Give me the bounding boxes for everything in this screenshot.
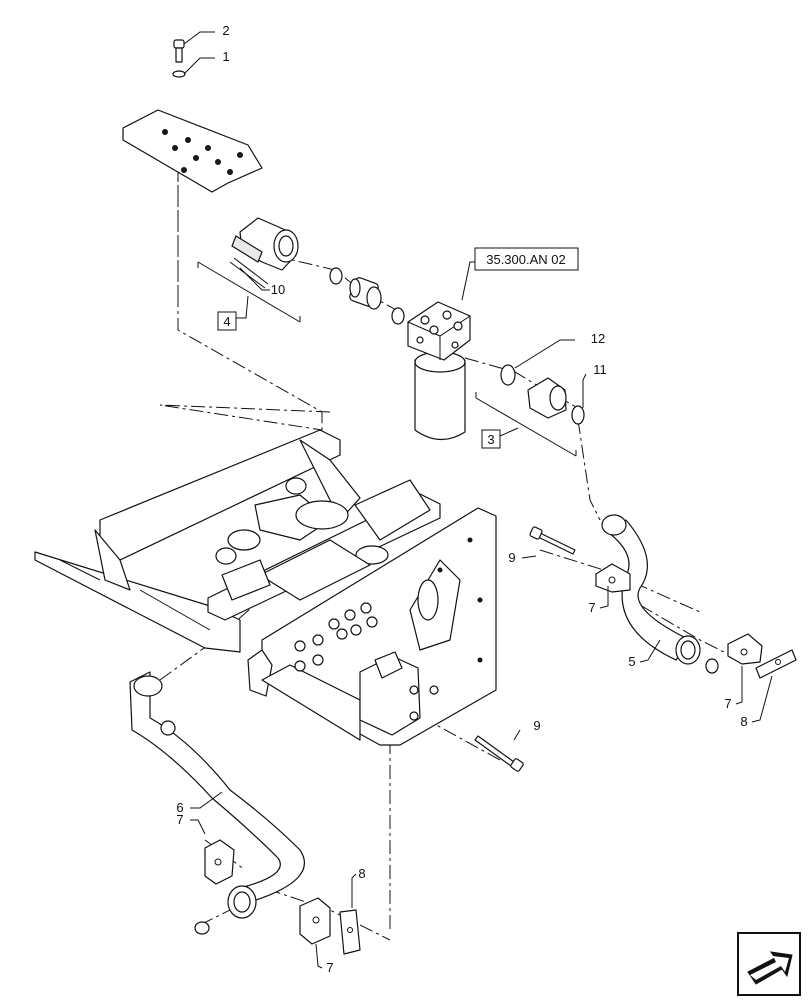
o-ring-small	[329, 267, 343, 285]
bolt-part	[173, 39, 185, 63]
reference-label: 35.300.AN 02	[486, 252, 566, 267]
filter-assembly	[407, 301, 471, 441]
adapter-fitting-right	[527, 377, 567, 419]
snap-ring-11	[571, 405, 585, 425]
clamp-left-lower	[299, 897, 331, 945]
mounting-plate	[122, 109, 263, 193]
elbow-fitting	[231, 217, 299, 271]
hydraulic-tube-5	[601, 514, 701, 665]
o-ring-5	[705, 658, 719, 674]
o-ring-small-2	[391, 307, 405, 325]
reference-callout[interactable]: 35.300.AN 02	[474, 247, 579, 271]
clamp-right-lower	[727, 633, 763, 665]
hydraulic-tube-6	[129, 671, 305, 919]
kit-callout-4: 4	[217, 311, 237, 331]
item-callouts: 2 1 10 12 11 9 7 5 7 8 9 6 7 8 7	[176, 23, 747, 975]
plate-right	[755, 649, 797, 679]
bolt-9-lower	[474, 735, 524, 772]
callout-2: 2	[222, 23, 229, 38]
leader-lines	[183, 31, 773, 969]
callout-8-right: 8	[740, 714, 747, 729]
callout-5: 5	[628, 654, 635, 669]
o-ring-6	[194, 921, 210, 935]
callout-12: 12	[591, 331, 605, 346]
callout-7-right-upper: 7	[588, 600, 595, 615]
callout-11: 11	[593, 362, 607, 377]
washer-part	[172, 70, 186, 78]
kit-callout-3: 3	[481, 429, 501, 449]
callout-7-left-lower: 7	[326, 960, 333, 975]
callout-1: 1	[222, 49, 229, 64]
o-ring-12	[500, 364, 516, 386]
callout-4: 4	[223, 314, 230, 329]
callout-10: 10	[271, 282, 285, 297]
valve-plate	[247, 507, 497, 746]
callout-9-lower: 9	[533, 718, 540, 733]
callout-6: 6	[176, 800, 183, 815]
bolt-9-upper	[529, 526, 576, 555]
callout-3: 3	[487, 432, 494, 447]
next-page-arrow-icon[interactable]	[737, 932, 801, 996]
kit-bracket-4	[197, 261, 301, 323]
callout-7-left-upper: 7	[176, 812, 183, 827]
callout-8-left: 8	[358, 866, 365, 881]
clamp-right-upper	[595, 563, 631, 593]
callout-7-right-lower: 7	[724, 696, 731, 711]
callout-9-upper: 9	[508, 550, 515, 565]
kit-bracket-3	[475, 392, 577, 457]
plate-left	[339, 909, 361, 955]
frame-assembly	[34, 429, 441, 653]
clamp-left-upper	[204, 839, 235, 885]
adapter-fitting	[349, 277, 382, 310]
